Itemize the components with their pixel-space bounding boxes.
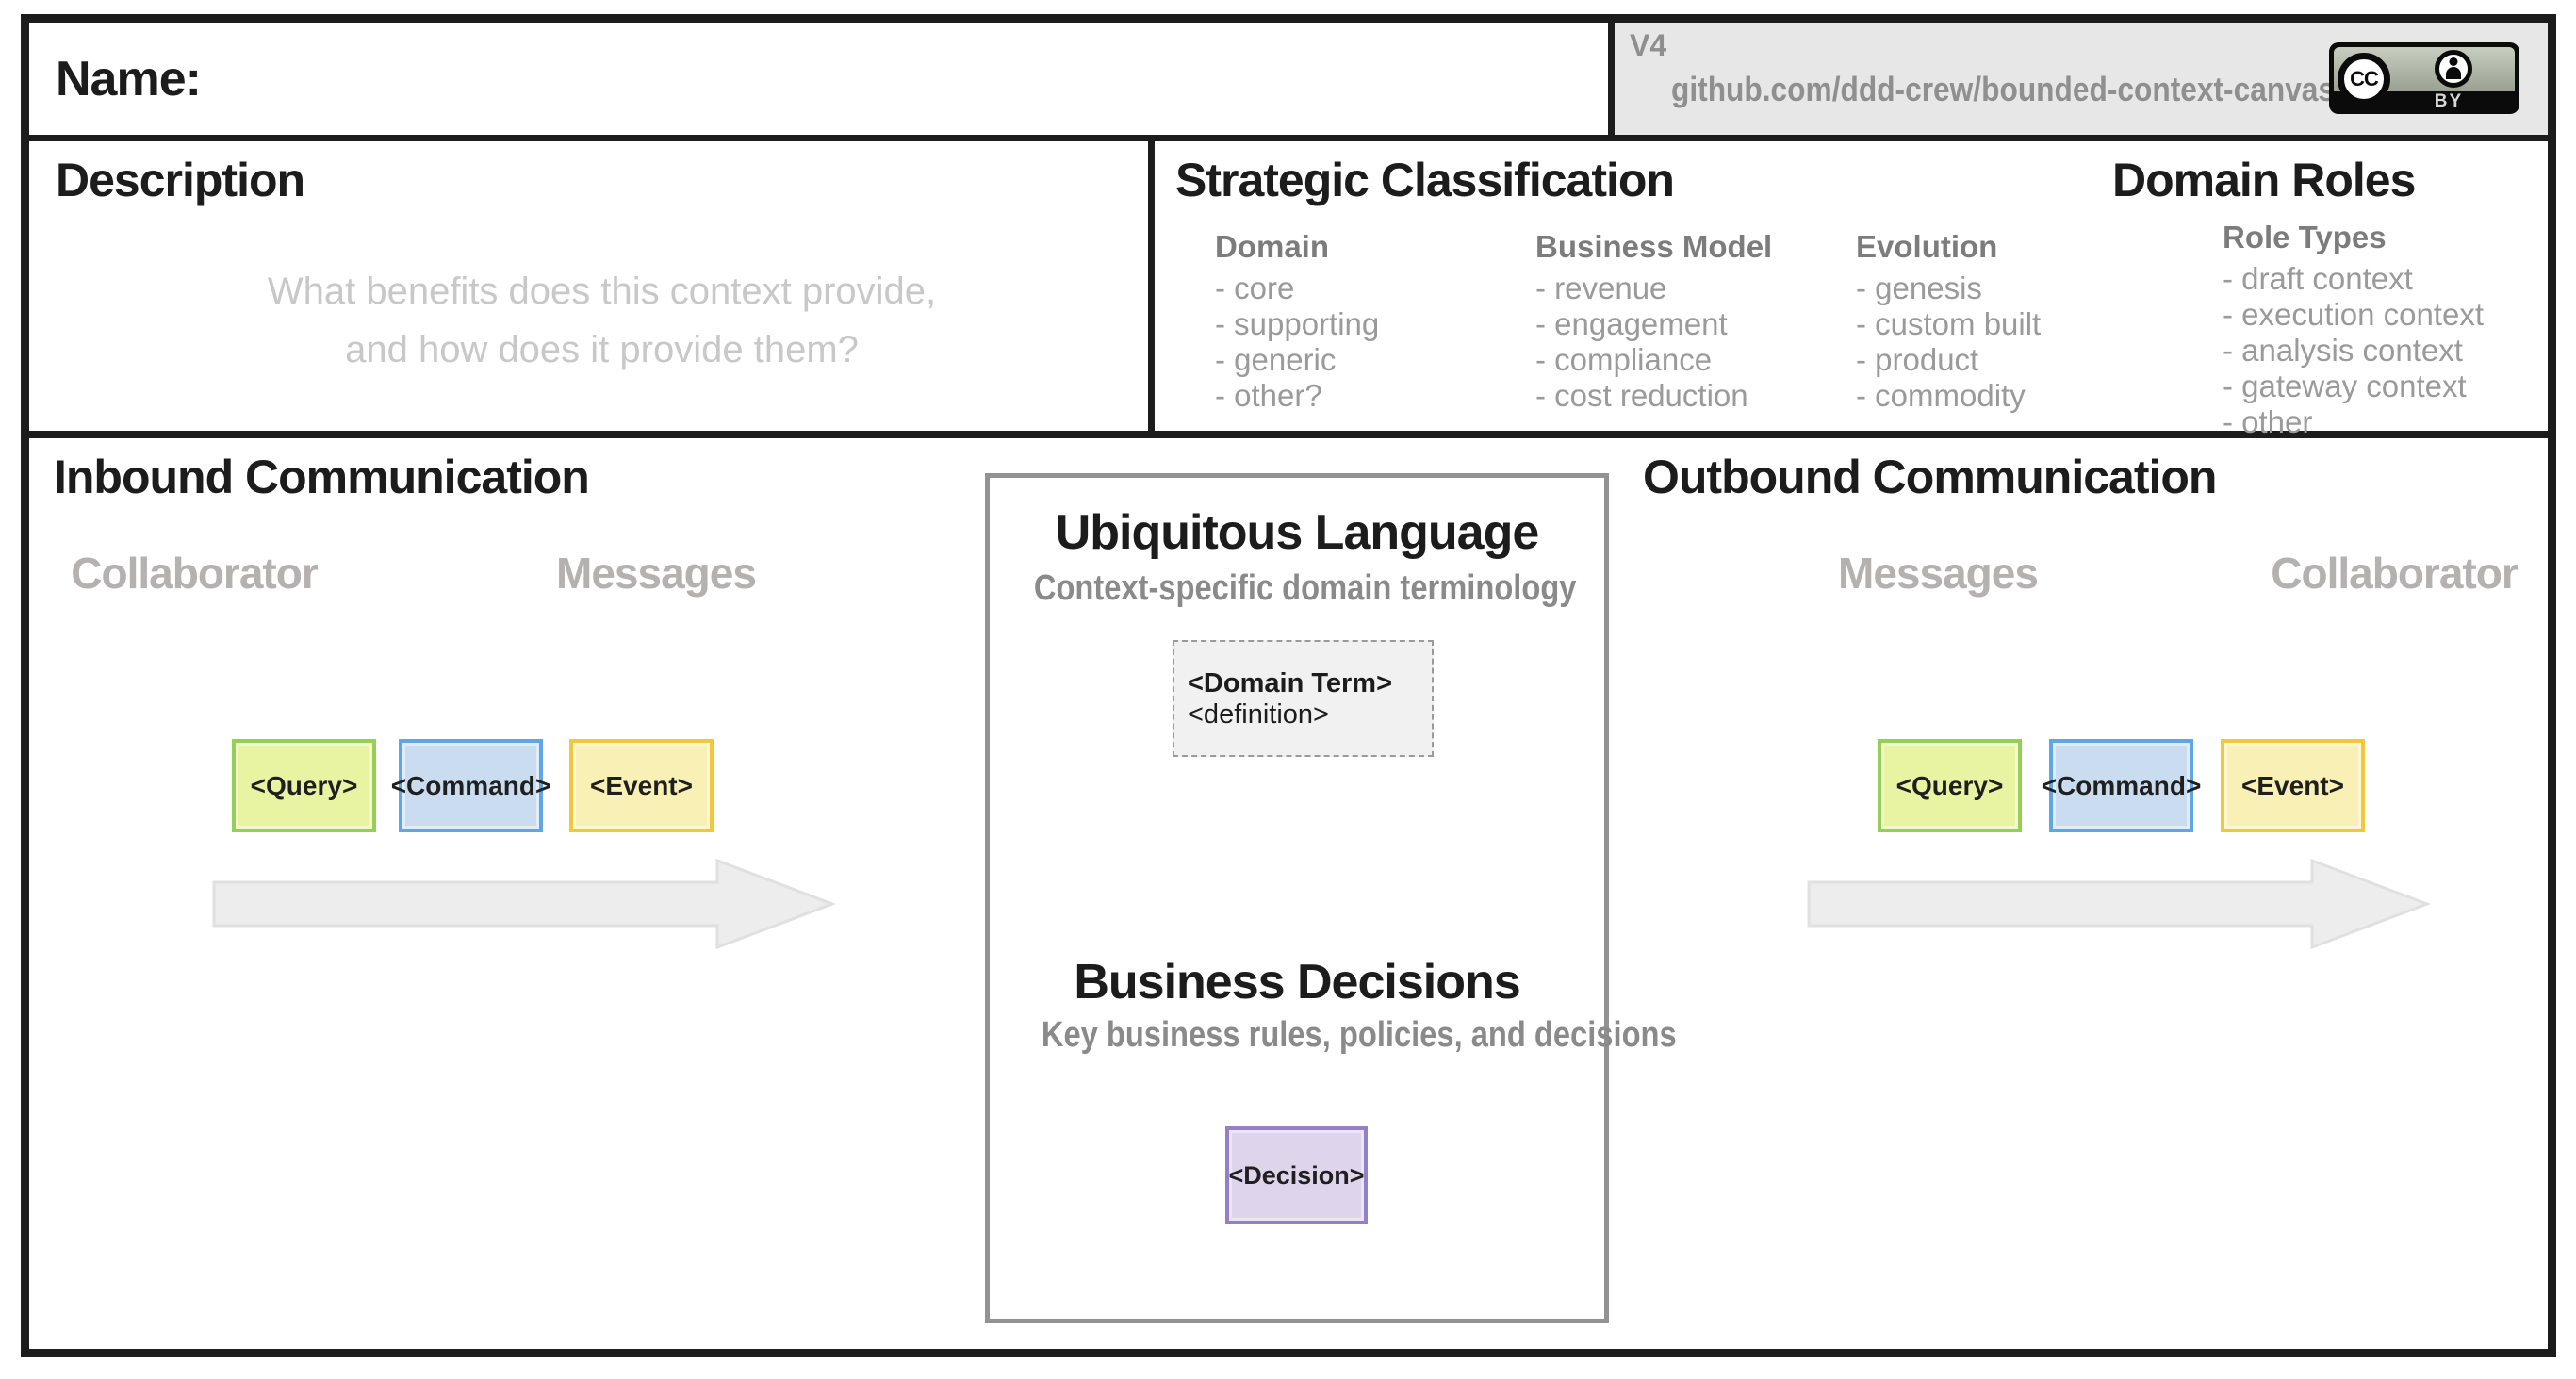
list-item: - genesis	[1856, 271, 1982, 305]
domain-roles-section: Domain Roles Role Types - draft context …	[2088, 141, 2548, 439]
business-decisions-title: Business Decisions	[1074, 955, 1520, 1010]
version-section: V4 github.com/ddd-crew/bounded-context-c…	[1608, 23, 2548, 135]
inbound-collaborator-label: Collaborator	[71, 549, 318, 598]
person-head-shape	[2449, 57, 2458, 66]
business-model-column: Business Model - revenue - engagement - …	[1535, 228, 1856, 414]
description-placeholder-line2: and how does it provide them?	[345, 329, 859, 370]
list-item: - custom built	[1856, 306, 2042, 341]
domain-column-heading: Domain	[1215, 229, 1330, 264]
inbound-command-note: <Command>	[391, 739, 550, 832]
description-section: Description What benefits does this cont…	[29, 141, 1148, 431]
ubiquitous-language-panel: Ubiquitous Language Context-specific dom…	[985, 473, 1677, 1323]
inbound-query-note: <Query>	[232, 739, 376, 832]
description-placeholder: What benefits does this context provide,…	[56, 262, 1148, 379]
domain-term-label: <Domain Term>	[1188, 668, 1393, 698]
domain-term-definition: <definition>	[1188, 699, 1329, 730]
name-label: Name:	[56, 51, 202, 107]
person-body-shape	[2446, 67, 2461, 79]
repo-url: github.com/ddd-crew/bounded-context-canv…	[1671, 70, 2336, 108]
list-item: - gateway context	[2223, 369, 2467, 403]
list-item: - compliance	[1535, 342, 1713, 377]
list-item: - product	[1856, 342, 1979, 377]
cc-by-license-badge: BY CC	[2329, 42, 2519, 114]
list-item: - commodity	[1856, 378, 2026, 413]
role-types-list: Role Types - draft context - execution c…	[2223, 219, 2548, 440]
domain-roles-title: Domain Roles	[2112, 154, 2416, 206]
list-item: - supporting	[1215, 306, 1380, 341]
list-item: - execution context	[2223, 297, 2484, 332]
outbound-communication-title: Outbound Communication	[1643, 451, 2217, 503]
description-title: Description	[56, 154, 305, 206]
list-item: - generic	[1215, 342, 1337, 377]
list-item: - cost reduction	[1535, 378, 1748, 413]
inbound-arrow-icon	[212, 858, 835, 950]
domain-term-card: <Domain Term> <definition>	[1173, 640, 1434, 757]
list-item: - other	[2223, 404, 2313, 439]
outbound-command-note: <Command>	[2042, 739, 2201, 832]
inbound-messages-label: Messages	[556, 549, 757, 598]
outbound-arrow-icon	[1807, 858, 2430, 950]
evolution-column: Evolution - genesis - custom built - pro…	[1856, 228, 2176, 414]
role-types-heading: Role Types	[2223, 220, 2387, 254]
name-section: Name:	[29, 23, 1608, 135]
evolution-column-heading: Evolution	[1856, 229, 1998, 264]
strategic-classification-columns: Domain - core - supporting - generic - o…	[1215, 228, 2088, 414]
list-item: - analysis context	[2223, 333, 2463, 368]
version-label: V4	[1630, 28, 1667, 62]
inbound-event-note: <Event>	[569, 739, 714, 832]
repo-url-row: github.com/ddd-crew/bounded-context-canv…	[1671, 70, 2548, 109]
outbound-collaborator-label: Collaborator	[2271, 549, 2518, 598]
domain-column: Domain - core - supporting - generic - o…	[1215, 228, 1535, 414]
cc-logo-icon: CC	[2338, 53, 2390, 106]
canvas-frame: Name: V4 github.com/ddd-crew/bounded-con…	[21, 14, 2556, 1357]
decision-note: <Decision>	[1225, 1126, 1368, 1224]
ubiquitous-language-subtitle: Context-specific domain terminology	[1033, 568, 1577, 608]
strategic-classification-title: Strategic Classification	[1175, 154, 1675, 206]
outbound-query-note: <Query>	[1878, 739, 2022, 832]
communication-area: Inbound Communication Collaborator Messa…	[29, 438, 2548, 1349]
description-placeholder-line1: What benefits does this context provide,	[267, 271, 937, 312]
list-item: - other?	[1215, 378, 1322, 413]
cc-by-label: BY	[2434, 91, 2464, 111]
strategic-classification-section: Strategic Classification Domain - core -…	[1148, 141, 2088, 431]
classification-row: Description What benefits does this cont…	[29, 141, 2548, 439]
inbound-communication-title: Inbound Communication	[54, 451, 590, 503]
outbound-messages-label: Messages	[1838, 549, 2039, 598]
ubiquitous-language-title: Ubiquitous Language	[1055, 505, 1540, 560]
list-item: - core	[1215, 271, 1295, 305]
outbound-event-note: <Event>	[2221, 739, 2365, 832]
list-item: - draft context	[2223, 261, 2413, 296]
list-item: - engagement	[1535, 306, 1728, 341]
business-model-column-heading: Business Model	[1535, 229, 1773, 264]
list-item: - revenue	[1535, 271, 1667, 305]
header-row: Name: V4 github.com/ddd-crew/bounded-con…	[29, 23, 2548, 141]
business-decisions-subtitle: Key business rules, policies, and decisi…	[1041, 1015, 1677, 1055]
attribution-person-icon	[2435, 50, 2472, 88]
